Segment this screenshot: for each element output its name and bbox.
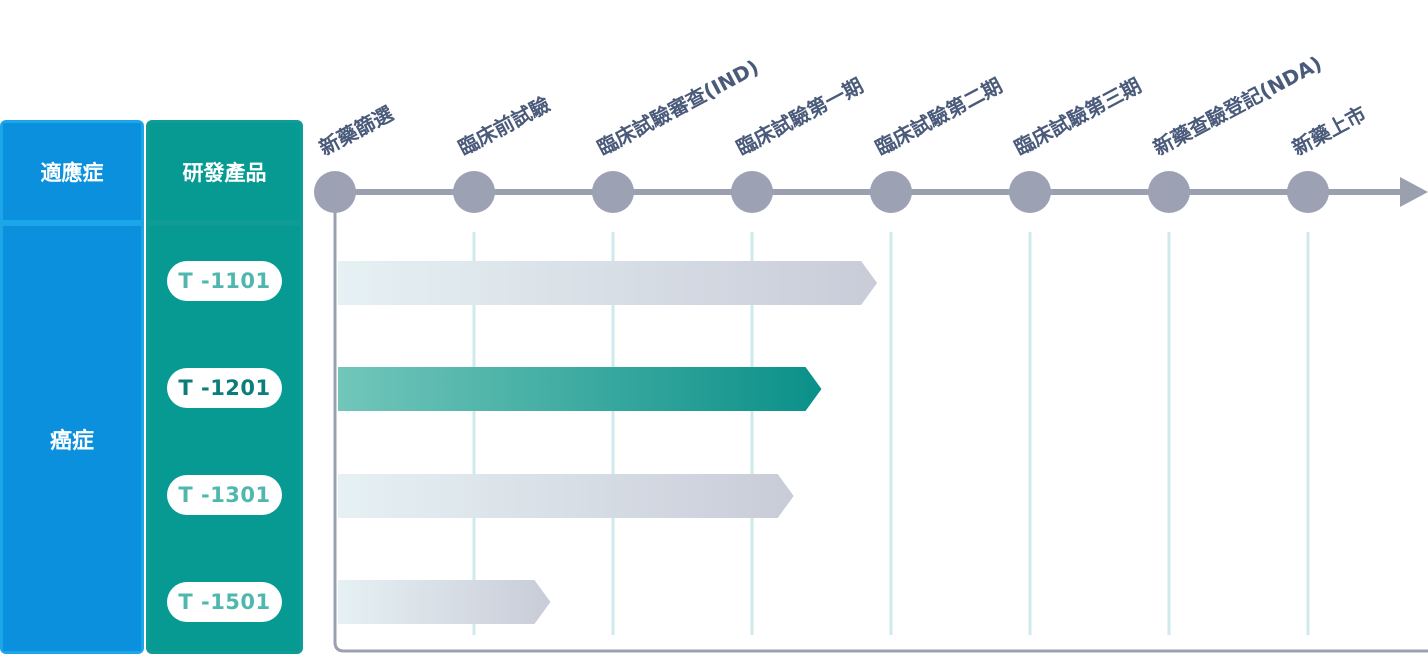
stage-node-7 xyxy=(1148,171,1190,213)
product-list: T -1101 T -1201 T -1301 T -1501 xyxy=(149,226,300,651)
stage-node-5 xyxy=(870,171,912,213)
product-pill-t1101: T -1101 xyxy=(167,261,282,301)
timeline-arrow-head xyxy=(1400,177,1428,207)
progress-bar-3 xyxy=(338,474,794,518)
stage-node-1 xyxy=(314,171,356,213)
stage-nodes xyxy=(314,171,1329,213)
progress-bar-1 xyxy=(338,261,878,305)
product-header: 研發產品 xyxy=(149,123,300,220)
timeline-bracket xyxy=(333,192,1428,653)
stage-node-6 xyxy=(1009,171,1051,213)
product-pill-t1501: T -1501 xyxy=(167,582,282,622)
product-pill-t1201: T -1201 xyxy=(167,368,282,408)
stage-node-2 xyxy=(453,171,495,213)
progress-bars xyxy=(338,261,878,624)
progress-bar-2 xyxy=(338,367,822,411)
indication-cell: 癌症 xyxy=(3,226,141,651)
progress-bar-4 xyxy=(338,580,551,624)
product-column: 研發產品 T -1101 T -1201 T -1301 T -1501 xyxy=(146,120,303,654)
stage-node-3 xyxy=(592,171,634,213)
stage-node-8 xyxy=(1287,171,1329,213)
indication-column: 適應症 癌症 xyxy=(0,120,144,654)
product-pill-t1301: T -1301 xyxy=(167,475,282,515)
stage-node-4 xyxy=(731,171,773,213)
indication-header: 適應症 xyxy=(3,123,141,220)
